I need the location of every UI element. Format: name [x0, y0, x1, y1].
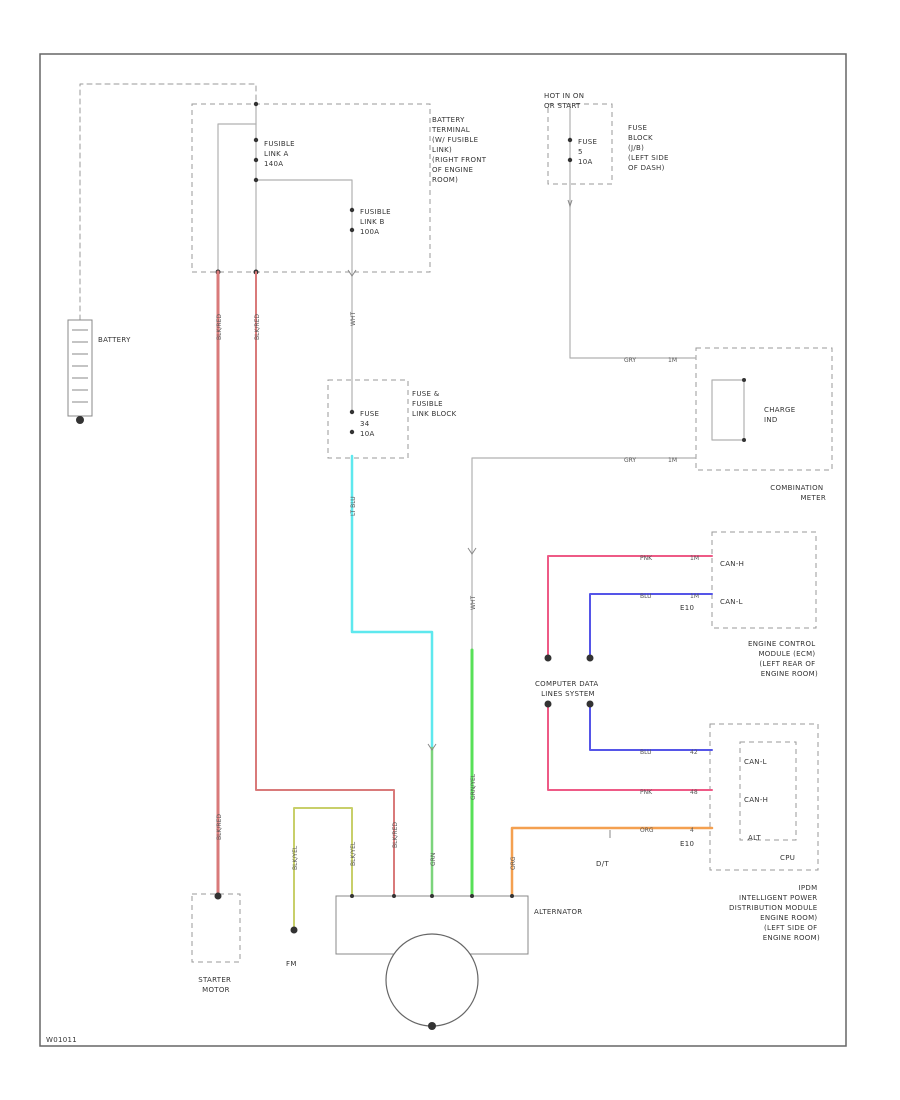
charge-ind-label: CHARGE IND [764, 406, 798, 424]
wire-label-ylw-1: BLK/YEL [292, 845, 299, 870]
wire-label-gry-mid: GRY [624, 457, 636, 464]
wire-label-red-2: BLK/RED [254, 314, 261, 340]
ipdm-cpu-box [739, 741, 797, 841]
wire-label-pnk-ecm: PNK [640, 555, 653, 562]
wire-label-ipdm-pin2: 48 [690, 789, 698, 796]
battery-dashed-link [79, 83, 257, 321]
combination-meter-box [695, 347, 833, 471]
wire-pnk-ecm [547, 555, 713, 659]
fuse-block-label: FUSE BLOCK (J/B) (LEFT SIDE OF DASH) [628, 124, 671, 172]
fuse-block-box [547, 103, 613, 185]
wire-label-red-3: BLK/RED [216, 814, 223, 840]
connector-stubs [347, 199, 573, 751]
hot-in-on-label: HOT IN ON OR START [544, 92, 587, 110]
ipdm-label: IPDM INTELLIGENT POWER DISTRIBUTION MODU… [729, 884, 820, 942]
data-link-label: COMPUTER DATA LINES SYSTEM [535, 680, 601, 698]
wire-label-ecm-pin1: 1M [690, 555, 699, 562]
ipdm-alt: ALT [748, 834, 761, 842]
fusible-link-b-label: FUSIBLE LINK B 100A [360, 208, 393, 236]
battery-label: BATTERY [98, 336, 131, 344]
d-t-label: D/T [596, 860, 609, 868]
wire-label-ipdm-pin3: 4 [690, 827, 694, 834]
diagram-frame [39, 53, 847, 1047]
battery-symbol [67, 319, 93, 424]
ecm-can-l: CAN-L [720, 598, 743, 606]
gray-wires [217, 103, 745, 651]
wire-label-lblu: LT BLU [350, 496, 357, 516]
ipdm-can-h: CAN-H [744, 796, 768, 804]
ecm-can-h: CAN-H [720, 560, 744, 568]
wire-label-dcon2: 1M [668, 457, 677, 464]
wire-lt-blu [350, 454, 434, 750]
fuse-link-block-box [327, 379, 409, 459]
ipdm-can-l: CAN-L [744, 758, 767, 766]
wire-label-wht-1: WHT [350, 312, 357, 326]
data-link-dots [214, 654, 594, 934]
wire-label-ecm-pin2: 1M [690, 593, 699, 600]
fuse-34-label: FUSE 34 10A [360, 410, 382, 438]
wire-label-blu-ecm: BLU [640, 593, 652, 600]
wire-label-blu-ipdm: BLU [640, 749, 652, 756]
starter-motor-label: STARTER MOTOR [198, 976, 234, 994]
wire-blu-ipdm [589, 703, 713, 751]
wire-label-wht-2: WHT [470, 596, 477, 610]
wire-label-org-2: ORG [510, 856, 517, 870]
wire-label-grn-yel: GRN/YEL [470, 773, 477, 800]
wire-blk-yel [293, 807, 353, 929]
fusible-link-a-label: FUSIBLE LINK A 140A [264, 140, 297, 168]
wire-label-red-alt: BLK/RED [392, 822, 399, 848]
fuse-5-label: FUSE 5 10A [578, 138, 600, 166]
fm-ground-label: FM [286, 960, 297, 968]
ecm-connector: E10 [680, 604, 694, 612]
wire-blu-ecm [589, 593, 713, 659]
fuse-link-block-label: FUSE & FUSIBLE LINK BLOCK [412, 390, 457, 418]
wire-label-pnk-ipdm: PNK [640, 789, 653, 796]
wire-label-ipdm-pin1: 42 [690, 749, 698, 756]
fusible-link-block-box [191, 103, 431, 273]
ecm-box [711, 531, 817, 629]
ipdm-box [709, 723, 819, 871]
wire-label-ylw-2: BLK/YEL [350, 841, 357, 866]
wire-org [510, 826, 714, 898]
ecm-label: ENGINE CONTROL MODULE (ECM) (LEFT REAR O… [748, 640, 818, 678]
wire-label-grn: GRN [430, 853, 437, 866]
wire-label-dcon1: 1M [668, 357, 677, 364]
fusible-block-label: BATTERY TERMINAL (W/ FUSIBLE LINK) (RIGH… [431, 116, 489, 184]
footer-code: W01011 [46, 1036, 77, 1044]
wire-label-org: ORG [640, 827, 654, 834]
combination-meter-label: COMBINATION METER [770, 484, 826, 502]
wire-red-alternator [255, 271, 395, 897]
ipdm-cpu: CPU [780, 854, 795, 862]
wire-label-gry-top: GRY [624, 357, 636, 364]
ipdm-connector: E10 [680, 840, 694, 848]
starter-motor-box [191, 893, 241, 963]
wire-pnk-ipdm [547, 703, 713, 791]
fuse-symbols [215, 101, 746, 442]
alternator-label: ALTERNATOR [534, 908, 582, 916]
wire-label-red-1: BLK/RED [216, 314, 223, 340]
alternator-symbol [335, 894, 529, 1030]
